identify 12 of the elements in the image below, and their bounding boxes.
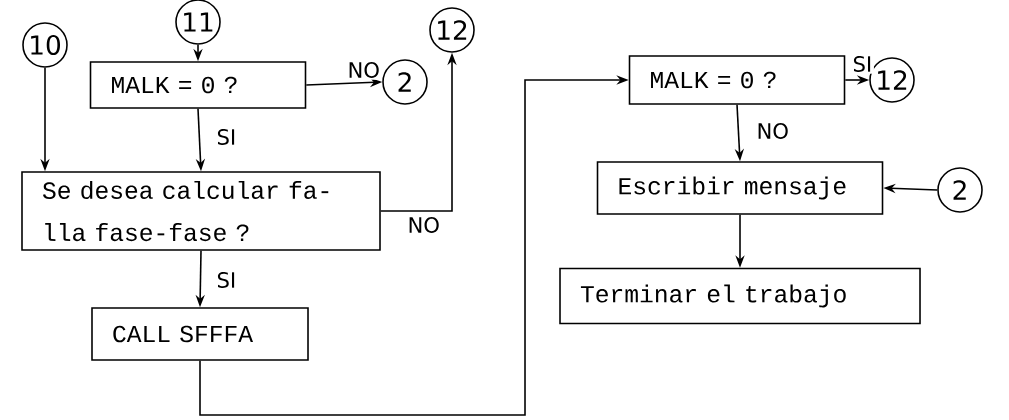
edge-label: SI [850,54,874,74]
process-box: MALK = 0 ? [89,61,307,109]
edge-label: SI [214,270,238,290]
edge-label: SI [214,127,238,147]
process-box: MALK = 0 ? [628,55,846,105]
process-box: CALL SFFFA [91,307,309,361]
process-box: Terminar el trabajo [559,267,921,325]
edge-label: NO [345,60,382,80]
edge-label: NO [754,121,791,141]
process-box: Se desea calcular fa- lla fase-fase ? [21,171,381,251]
process-box: Escribir mensaje [596,161,884,215]
edge-label: NO [405,215,442,235]
